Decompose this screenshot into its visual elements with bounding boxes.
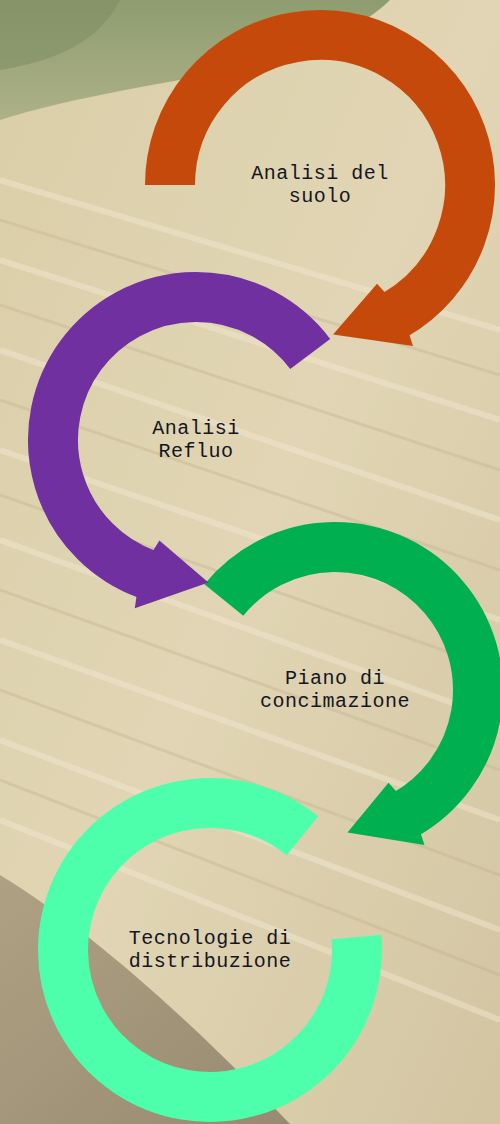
step-label: Analisi del suolo bbox=[245, 162, 395, 208]
arc-band bbox=[63, 803, 357, 1097]
arc-band bbox=[224, 547, 478, 814]
text-holder: Piano di concimazione bbox=[250, 667, 420, 713]
arc-band bbox=[53, 297, 310, 574]
flow-link bbox=[303, 814, 407, 836]
arc-band bbox=[170, 35, 470, 315]
text-holder: Analisi del suolo bbox=[245, 162, 395, 208]
text-holder: Tecnologie di distribuzione bbox=[120, 927, 300, 973]
step-label: Tecnologie di distribuzione bbox=[120, 927, 300, 973]
text-holder: Analisi Refluo bbox=[141, 417, 251, 463]
step-label: Piano di concimazione bbox=[250, 667, 420, 713]
cycle-step: Tecnologie di distribuzione bbox=[23, 763, 397, 1124]
step-label: Analisi Refluo bbox=[141, 417, 251, 463]
